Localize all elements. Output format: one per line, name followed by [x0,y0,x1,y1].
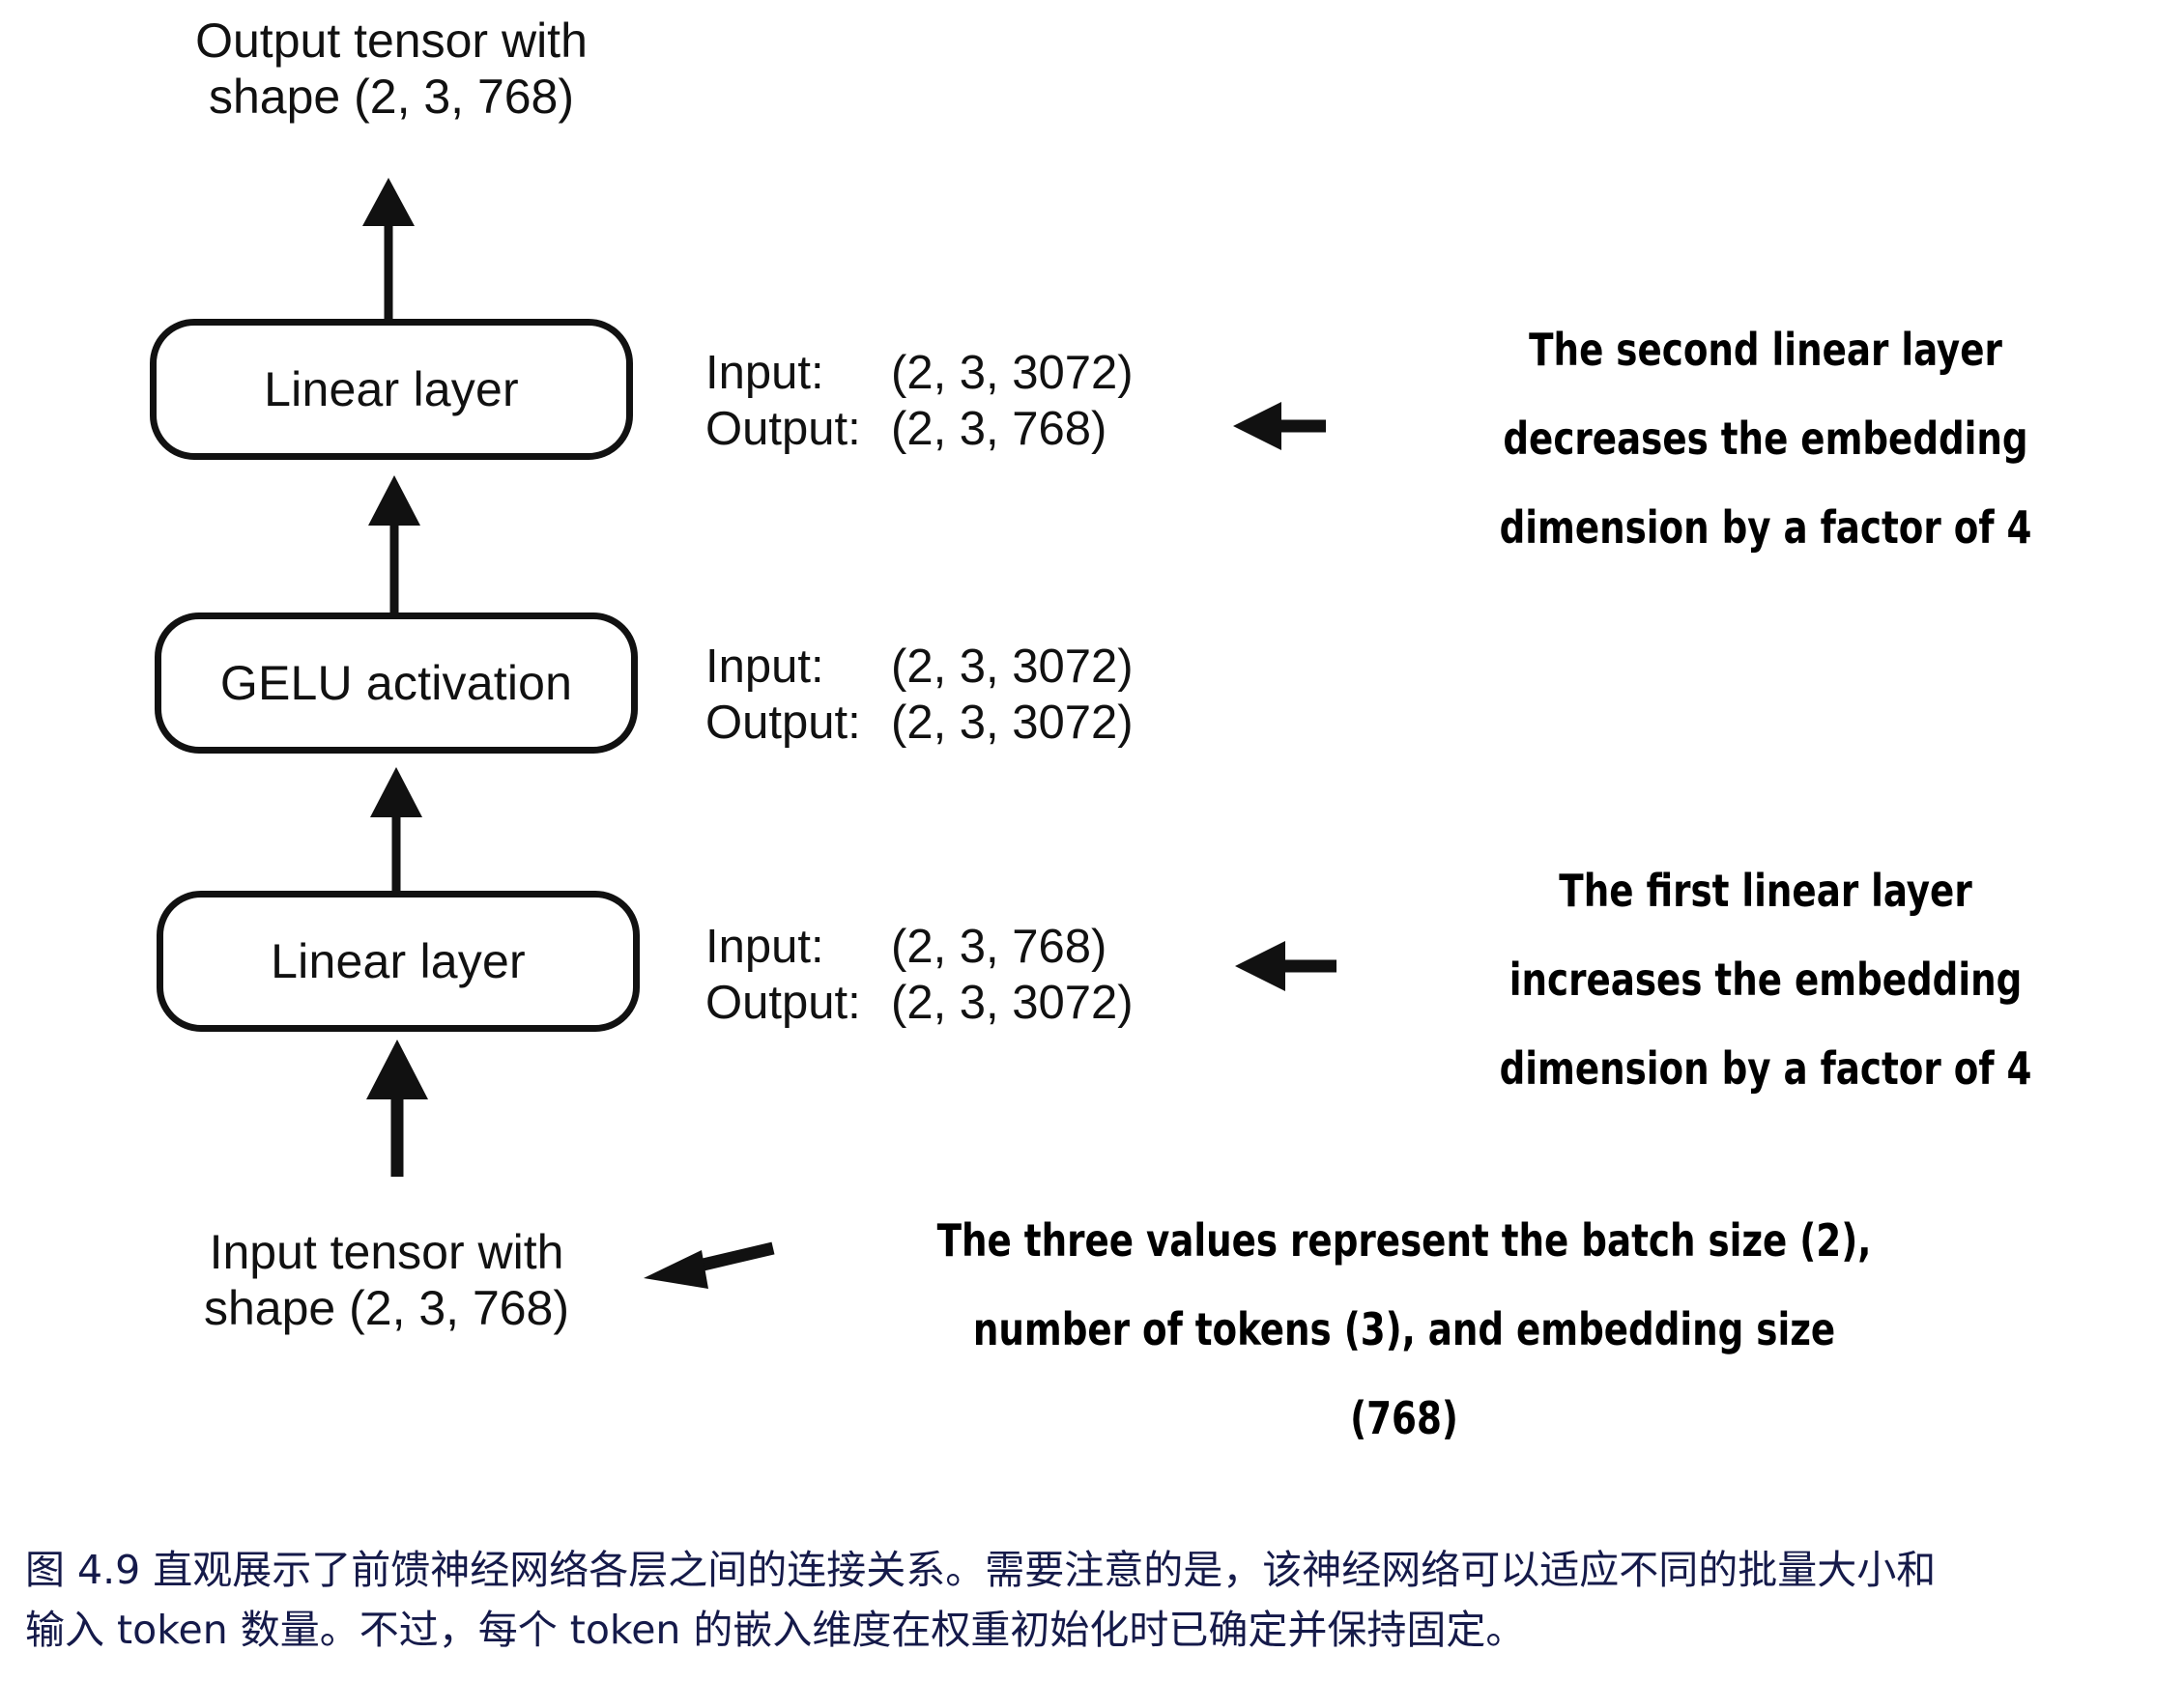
io-input-value: (2, 3, 768) [891,921,1107,973]
annotation-second-linear-layer-line-3: dimension by a factor of 4 [1499,501,2032,554]
block-linear-layer-1[interactable]: Linear layer [157,891,640,1032]
arrow-output-tensor [362,178,415,321]
annotation-three-values: The three values represent the batch siz… [870,1196,1940,1463]
io-output-key: Output: [705,976,861,1029]
annotation-three-values-line-3: (768) [1350,1392,1458,1444]
io-input-value: (2, 3, 3072) [891,347,1134,399]
io-spec-linear-layer-2: Input: (2, 3, 3072) Output: (2, 3, 768) [705,346,1134,458]
io-row-output: Output: (2, 3, 768) [705,402,1134,458]
input-tensor-label: Input tensor with shape (2, 3, 768) [203,1225,570,1335]
annotation-first-linear-layer-line-1: The first linear layer [1559,865,1972,917]
io-output-key: Output: [705,402,861,455]
io-input-key: Input: [705,641,824,693]
annotation-first-linear-layer-line-2: increases the embedding [1509,954,2023,1006]
figure-caption-line-2: 输入 token 数量。不过，每个 token 的嵌入维度在权重初始化时已确定并… [25,1607,1526,1654]
io-input-key: Input: [705,921,824,973]
io-row-output: Output: (2, 3, 3072) [705,976,1134,1032]
arrow-linear1-to-gelu [370,767,422,898]
io-spec-linear-layer-1: Input: (2, 3, 768) Output: (2, 3, 3072) [705,920,1134,1032]
arrow-note-second-linear [1233,402,1326,450]
annotation-first-linear-layer-line-3: dimension by a factor of 4 [1499,1042,2032,1095]
annotation-three-values-line-2: number of tokens (3), and embedding size [972,1303,1836,1355]
arrow-note-three-values [644,1241,775,1289]
io-output-key: Output: [705,696,861,749]
annotation-second-linear-layer-line-1: The second linear layer [1529,324,2002,376]
annotation-second-linear-layer-line-2: decreases the embedding [1503,413,2028,465]
annotation-first-linear-layer: The first linear layer increases the emb… [1405,846,2127,1113]
annotation-three-values-line-1: The three values represent the batch siz… [936,1214,1872,1267]
io-row-input: Input: (2, 3, 3072) [705,640,1134,696]
block-linear-layer-2-label: Linear layer [264,362,519,416]
output-tensor-label: Output tensor with shape (2, 3, 768) [195,14,588,124]
io-output-value: (2, 3, 3072) [891,696,1134,749]
block-linear-layer-1-label: Linear layer [271,934,526,988]
io-output-value: (2, 3, 768) [891,402,1107,455]
figure-caption-line-1: 图 4.9 直观展示了前馈神经网络各层之间的连接关系。需要注意的是，该神经网络可… [25,1547,1937,1593]
io-input-key: Input: [705,347,824,399]
arrow-gelu-to-linear2 [368,475,420,618]
figure-caption: 图 4.9 直观展示了前馈神经网络各层之间的连接关系。需要注意的是，该神经网络可… [25,1540,2161,1661]
arrow-input-to-linear1 [366,1040,428,1177]
block-linear-layer-2[interactable]: Linear layer [150,319,633,460]
block-gelu-activation[interactable]: GELU activation [155,613,638,754]
block-gelu-activation-label: GELU activation [219,656,573,710]
io-input-value: (2, 3, 3072) [891,641,1134,693]
io-spec-gelu-activation: Input: (2, 3, 3072) Output: (2, 3, 3072) [705,640,1134,752]
annotation-second-linear-layer: The second linear layer decreases the em… [1405,305,2127,572]
io-row-input: Input: (2, 3, 768) [705,920,1134,976]
io-row-output: Output: (2, 3, 3072) [705,696,1134,752]
arrow-note-first-linear [1235,941,1336,991]
io-row-input: Input: (2, 3, 3072) [705,346,1134,402]
io-output-value: (2, 3, 3072) [891,976,1134,1029]
